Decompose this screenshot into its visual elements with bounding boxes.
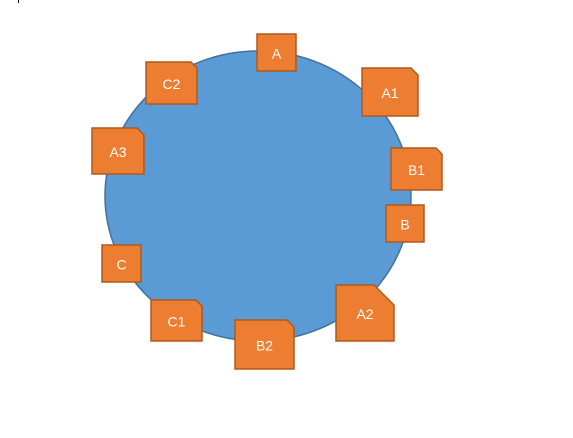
node-a-label: A (272, 46, 282, 62)
node-c-label: C (116, 257, 126, 273)
node-a3-shape (91, 127, 145, 175)
node-c2-shape (145, 61, 198, 105)
node-c1-label: C1 (168, 314, 186, 330)
node-b-shape (385, 204, 425, 243)
corner-mark (18, 0, 19, 3)
node-b2-label: B2 (256, 338, 273, 354)
node-b1: B1 (390, 147, 443, 191)
node-b: B (385, 204, 425, 243)
node-c2-label: C2 (163, 76, 181, 92)
node-b2: B2 (234, 319, 295, 370)
node-a2-label: A2 (356, 306, 373, 322)
node-c: C (101, 244, 142, 283)
node-b1-shape (390, 147, 443, 191)
node-c2: C2 (145, 61, 198, 105)
node-b1-label: B1 (408, 162, 425, 178)
node-b-label: B (400, 217, 409, 233)
node-c1-shape (150, 299, 203, 342)
node-a1-shape (361, 67, 419, 117)
node-a2: A2 (335, 284, 395, 342)
node-a3: A3 (91, 127, 145, 175)
node-c1: C1 (150, 299, 203, 342)
node-a2-shape (335, 284, 395, 342)
node-a3-label: A3 (109, 144, 126, 160)
node-a1-label: A1 (381, 85, 398, 101)
node-c-shape (101, 244, 142, 283)
node-a: A (256, 33, 297, 72)
node-a1: A1 (361, 67, 419, 117)
node-b2-shape (234, 319, 295, 370)
node-a-shape (256, 33, 297, 72)
